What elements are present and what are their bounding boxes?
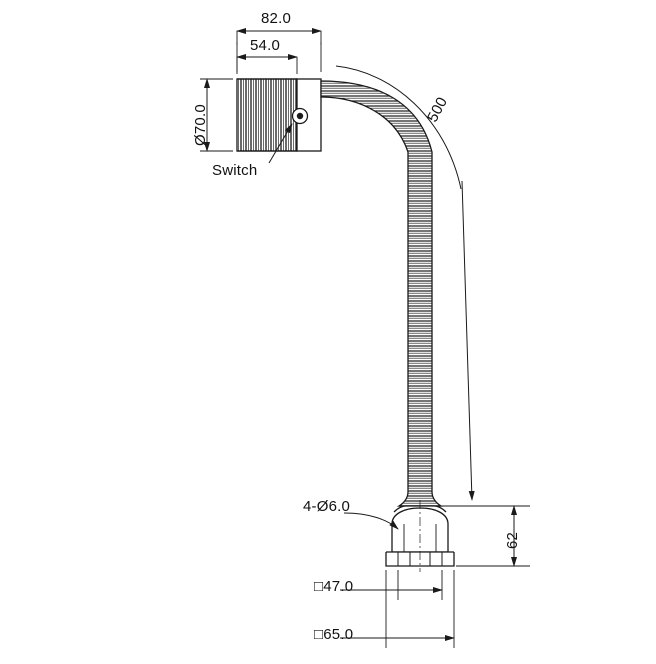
callout-switch [268,123,293,164]
dim-label-mounting-holes: 4-Ø6.0 [303,498,351,515]
dim-label-base-inner-square: □47.0 [314,578,354,595]
dim-base-outer-square [340,570,455,648]
dim-head-diameter [200,78,233,152]
gooseneck-arm [320,80,444,507]
dim-label-base-outer-square: □65.0 [314,626,354,643]
callout-label-switch: Switch [212,162,258,179]
dim-label-base-height: 62 [504,531,521,549]
dim-label-overall-width: 82.0 [261,10,291,27]
dim-label-body-width: 54.0 [250,37,280,54]
dim-base-inner-square [340,570,443,600]
dim-label-head-diameter: Ø70.0 [192,104,209,146]
lamp-base [385,500,455,572]
lamp-head-body [236,78,298,152]
callout-mounting-holes [343,512,399,530]
switch-knob [291,107,309,125]
dim-body-width [236,54,298,74]
dim-base-height [452,505,530,567]
